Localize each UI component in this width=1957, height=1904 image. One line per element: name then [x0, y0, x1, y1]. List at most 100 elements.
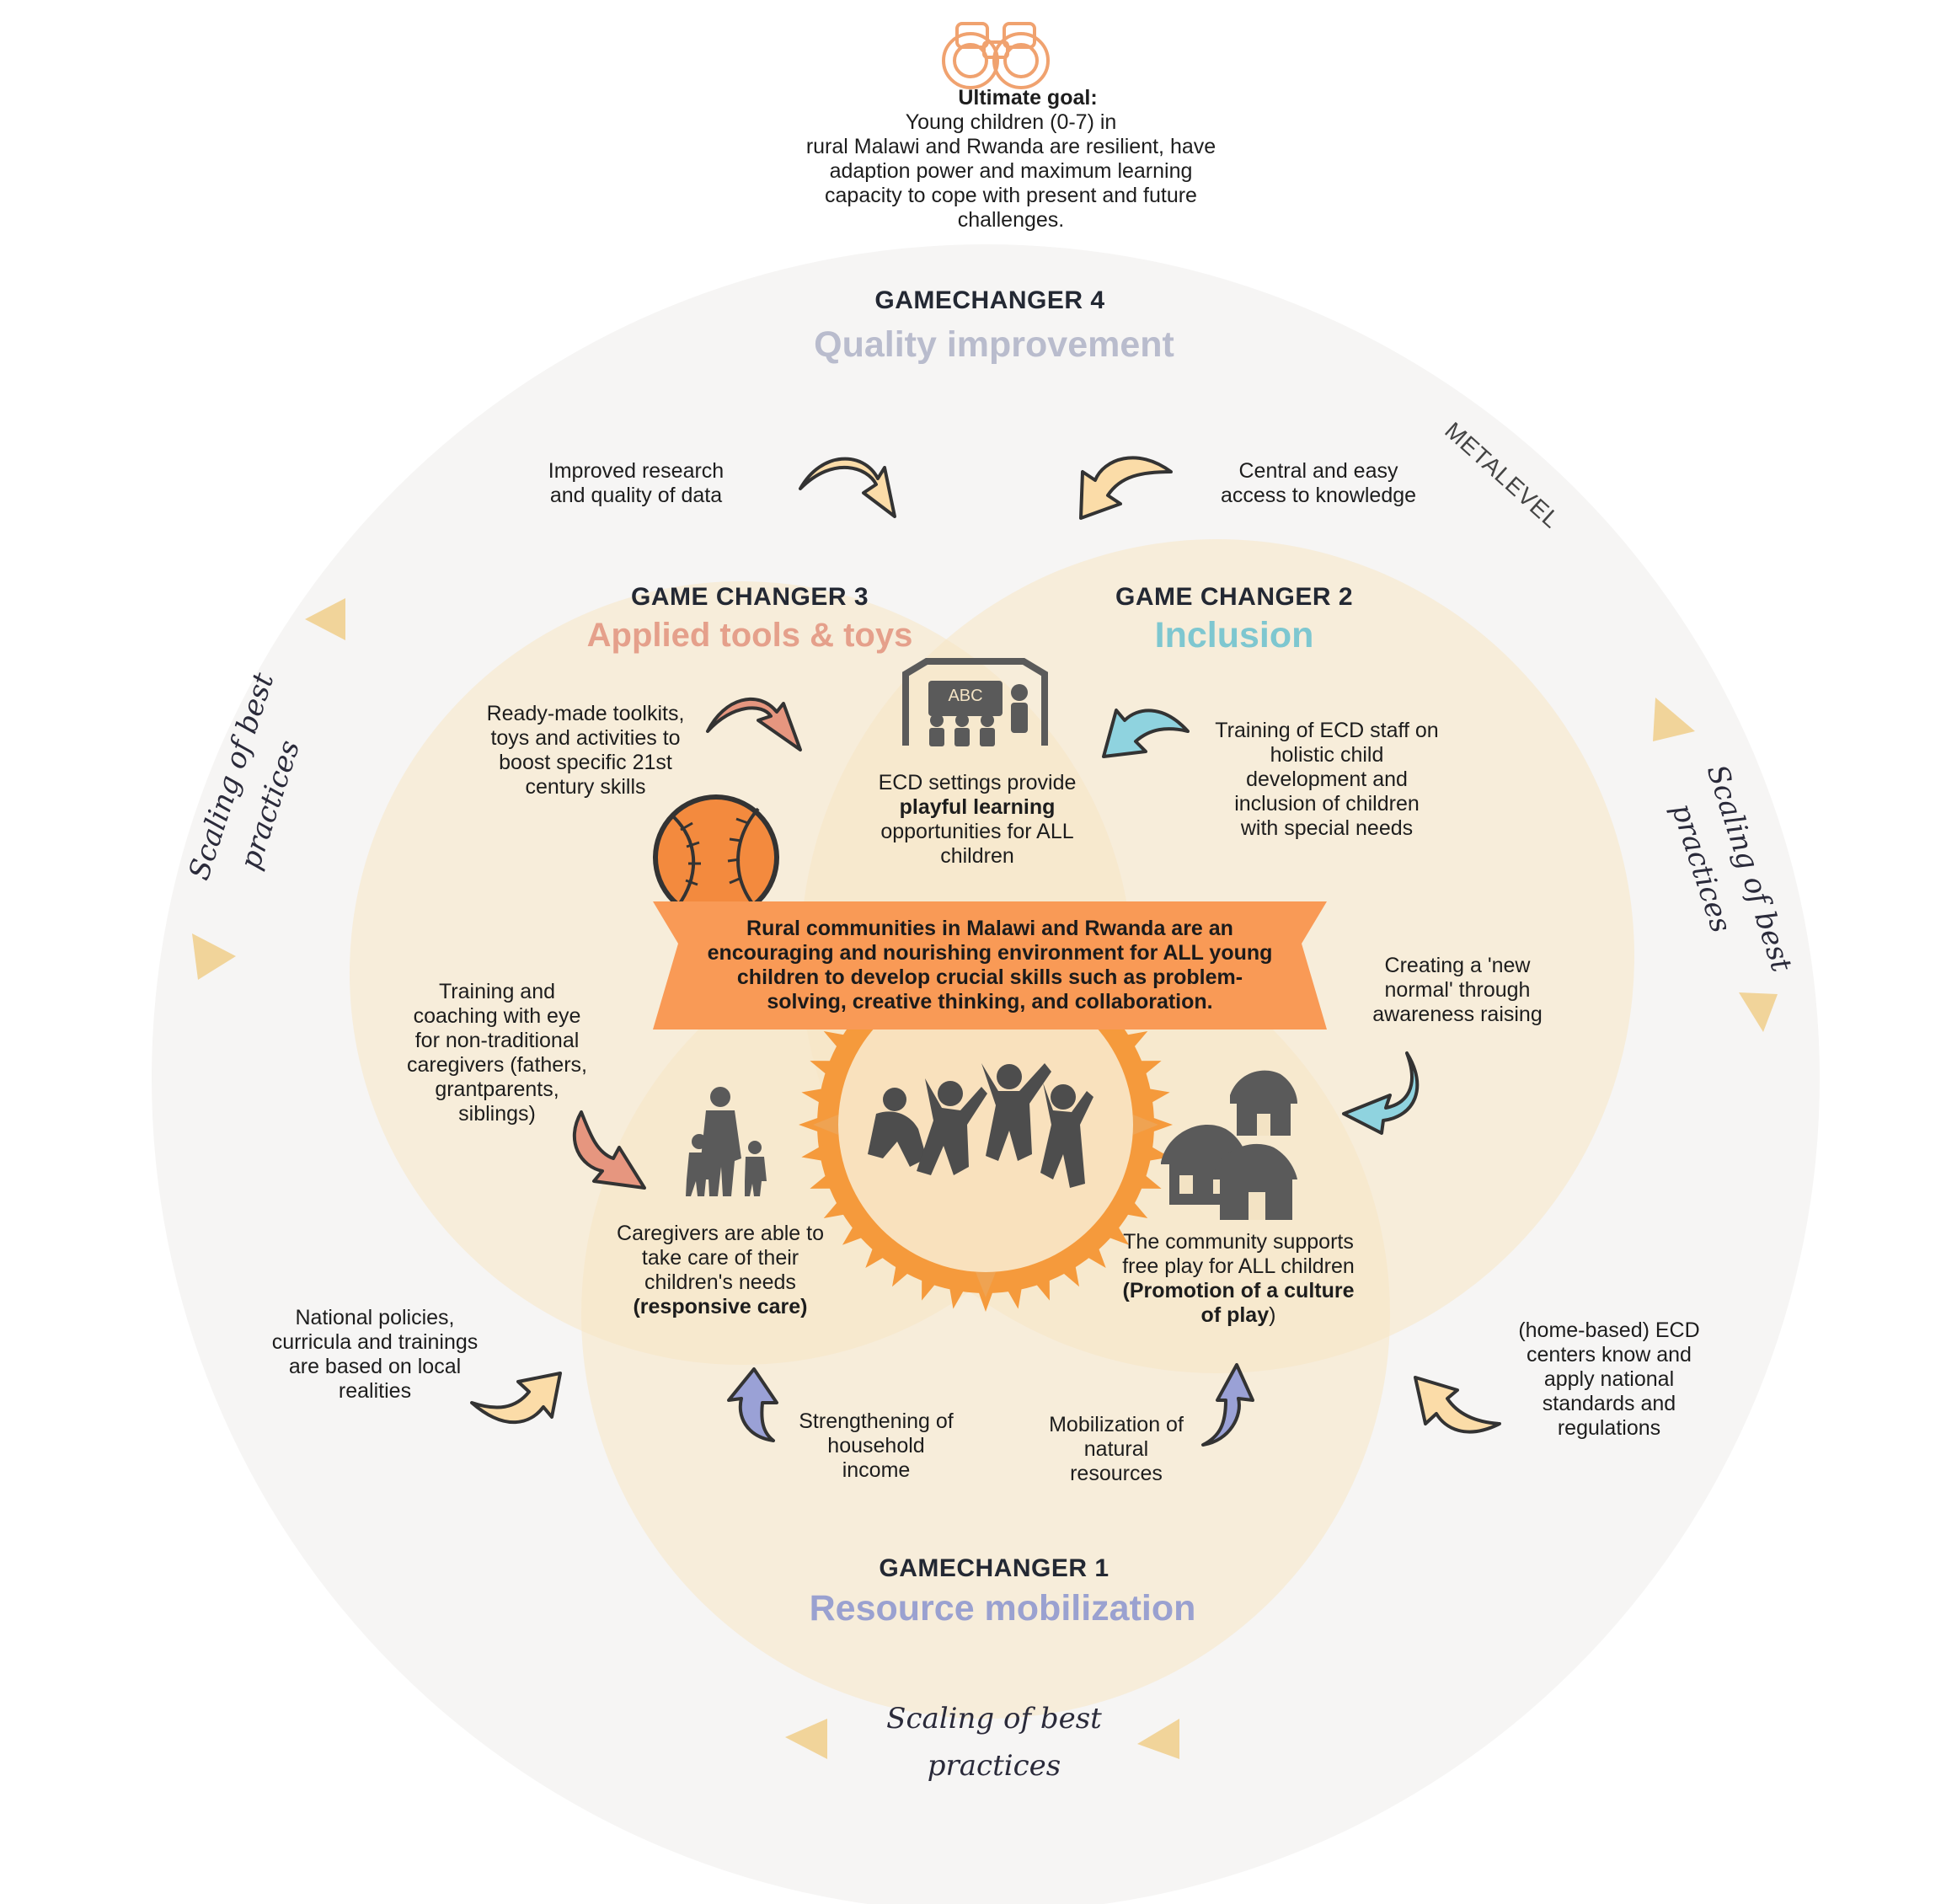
- goal-text: Young children (0-7) in rural Malawi and…: [758, 110, 1264, 233]
- arrow-policies: [470, 1372, 562, 1425]
- label-line-bold: of play): [1200, 1303, 1276, 1327]
- label-line: take care of their: [641, 1246, 799, 1270]
- scaling-line: Scaling of best: [886, 1702, 1102, 1736]
- board-label: ABC: [948, 687, 983, 705]
- label-line: access to knowledge: [1220, 484, 1417, 507]
- label-household: Strengthening of household income: [783, 1409, 969, 1483]
- sun-ray: [801, 1145, 826, 1162]
- label-line: resources: [1070, 1462, 1163, 1485]
- scaling-label-bottom: Scaling of best practices: [868, 1702, 1120, 1783]
- sun-ray: [892, 1262, 912, 1287]
- sun-ray: [1146, 1088, 1170, 1104]
- label-caregivers: Caregivers are able to take care of thei…: [598, 1222, 842, 1319]
- label-line: National policies,: [295, 1306, 455, 1329]
- label-line: children: [940, 844, 1014, 868]
- label-line: boost specific 21st: [499, 751, 672, 774]
- label-line: Ready-made toolkits,: [486, 702, 685, 725]
- banner: [653, 901, 1327, 1030]
- goal-title: Ultimate goal:: [958, 86, 1098, 110]
- label-line: caregivers (fathers,: [407, 1053, 587, 1077]
- sun-ray: [1105, 1223, 1130, 1245]
- sun-ray: [1060, 1262, 1079, 1287]
- venn-circle-gc1: [581, 910, 1390, 1719]
- label-line: The community supports: [1123, 1230, 1354, 1254]
- label-line: natural: [1083, 1437, 1149, 1461]
- label-line: Creating a 'new: [1384, 954, 1531, 977]
- arrow-toolkits: [706, 697, 802, 751]
- label-knowledge: Central and easy access to knowledge: [1188, 459, 1449, 508]
- gc3-heading: GAME CHANGER 3: [630, 583, 869, 611]
- label-natural: Mobilization of natural resources: [1032, 1413, 1200, 1486]
- arrow-research: [799, 457, 896, 518]
- triangle-marker: [1739, 992, 1778, 1032]
- banner-line: encouraging and nourishing environment f…: [707, 941, 1273, 965]
- label-line-bold: playful learning: [899, 795, 1056, 819]
- label-line: centers know and: [1527, 1343, 1692, 1366]
- triangle-marker: [785, 1719, 827, 1759]
- label-training-staff: Training of ECD staff on holistic child …: [1188, 719, 1466, 841]
- label-line: household: [827, 1434, 925, 1457]
- label-line: are based on local: [288, 1355, 462, 1378]
- label-ecd-settings: ECD settings provide playful learning op…: [851, 771, 1104, 869]
- sun-ray: [842, 1223, 866, 1245]
- label-bold-part: of play: [1200, 1303, 1270, 1327]
- label-line: regulations: [1557, 1416, 1661, 1440]
- label-line: development and: [1246, 767, 1408, 791]
- banner-line: Rural communities in Malawi and Rwanda a…: [746, 917, 1233, 940]
- label-community: The community supports free play for ALL…: [1104, 1230, 1373, 1328]
- arrow-coaching: [572, 1110, 646, 1190]
- gc4-heading: GAMECHANGER 4: [874, 286, 1105, 314]
- label-line: Mobilization of: [1049, 1413, 1184, 1436]
- gc4-name: Quality improvement: [814, 324, 1174, 365]
- triangle-marker: [192, 933, 236, 980]
- label-line: Caregivers are able to: [617, 1222, 824, 1245]
- arrow-natural: [1201, 1363, 1254, 1447]
- label-line: realities: [338, 1379, 412, 1403]
- arrow-household: [727, 1367, 778, 1442]
- gc3-name: Applied tools & toys: [586, 617, 913, 654]
- gc2-heading: GAME CHANGER 2: [1115, 583, 1354, 611]
- sun-icon: [799, 938, 1173, 1312]
- label-bold-part: Promotion of a culture: [1129, 1279, 1355, 1302]
- sun-ray: [1084, 1244, 1106, 1269]
- triangle-marker: [305, 598, 345, 640]
- label-line-bold: (responsive care): [633, 1295, 808, 1318]
- arrow-new-normal: [1342, 1051, 1420, 1135]
- baseball-icon: [653, 794, 779, 921]
- sun-ray: [1123, 1031, 1148, 1051]
- sun-ray: [823, 1031, 848, 1051]
- gc1-heading: GAMECHANGER 1: [879, 1554, 1110, 1582]
- gc2-name: Inclusion: [1154, 615, 1314, 655]
- arrow-training-staff: [1102, 709, 1190, 758]
- label-line: children's needs: [644, 1270, 796, 1294]
- sun-ray: [1123, 1199, 1148, 1218]
- label-line: Training of ECD staff on: [1215, 719, 1439, 742]
- label-line: and quality of data: [549, 484, 723, 507]
- label-line: (home-based) ECD: [1518, 1318, 1700, 1342]
- label-line: grantparents,: [435, 1078, 559, 1101]
- label-line: for non-traditional: [414, 1029, 580, 1052]
- binoculars-icon: [942, 22, 1050, 89]
- goal-line: adaption power and maximum learning: [829, 159, 1193, 183]
- banner-line: solving, creative thinking, and collabor…: [767, 990, 1213, 1014]
- label-line: century skills: [525, 775, 646, 799]
- label-line: ECD settings provide: [878, 771, 1077, 794]
- sun-ray: [1136, 1061, 1162, 1077]
- label-line: coaching with eye: [413, 1004, 581, 1028]
- triangle-marker: [1653, 698, 1695, 741]
- label-line: curricula and trainings: [271, 1330, 479, 1354]
- sun-ray: [1034, 1276, 1050, 1301]
- label-line-bold: (Promotion of a culture: [1122, 1279, 1355, 1302]
- label-line: with special needs: [1240, 816, 1414, 840]
- goal-line: Young children (0-7) in: [905, 110, 1117, 134]
- triangle-marker: [1137, 1719, 1179, 1759]
- sun-ray: [823, 1199, 848, 1218]
- sun-ray: [801, 1088, 826, 1104]
- sun-ray: [810, 1061, 835, 1077]
- label-line: opportunities for ALL: [880, 820, 1074, 843]
- label-line: toys and activities to: [490, 726, 681, 750]
- sun-ray: [922, 1276, 938, 1301]
- goal-line: rural Malawi and Rwanda are resilient, h…: [805, 135, 1216, 158]
- label-new-normal: Creating a 'new normal' through awarenes…: [1339, 954, 1575, 1027]
